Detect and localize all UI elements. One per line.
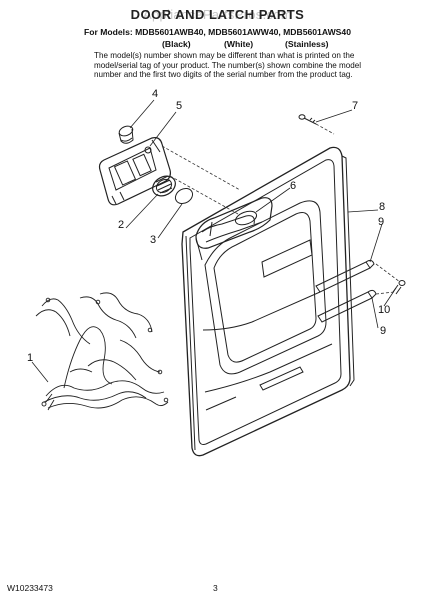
inner-door-panel xyxy=(181,146,355,457)
leader-line-1 xyxy=(31,361,49,383)
leader-line-9-lower xyxy=(371,297,379,329)
dispenser-assembly xyxy=(195,197,273,249)
guide-line xyxy=(315,123,335,135)
guide-line xyxy=(169,175,239,215)
guide-line xyxy=(375,263,401,283)
callout-8: 8 xyxy=(379,201,386,213)
leader-line-7 xyxy=(315,109,353,123)
callout-2: 2 xyxy=(118,219,125,231)
note-line: number and the first two digits of the s… xyxy=(94,70,353,80)
door-screw xyxy=(298,114,317,125)
latch-housing xyxy=(98,137,171,206)
callout-10: 10 xyxy=(378,304,391,316)
guide-line xyxy=(375,291,395,295)
models-line: For Models: MDB5601AWB40, MDB5601AWW40, … xyxy=(84,27,351,37)
vent-grille xyxy=(152,175,176,197)
gasket-ring xyxy=(174,187,194,205)
wire-harness xyxy=(35,292,169,411)
bar-screw xyxy=(392,280,406,295)
leader-line-8 xyxy=(347,209,379,213)
callout-5: 5 xyxy=(176,100,183,112)
callout-9-upper: 9 xyxy=(378,216,385,228)
door-bar-upper xyxy=(315,259,375,293)
leader-line-2 xyxy=(125,193,159,229)
callout-7: 7 xyxy=(352,100,359,112)
note-line: The model(s) number shown may be differe… xyxy=(94,51,355,60)
color-variants: (Black) (White) (Stainless) xyxy=(0,39,435,51)
leader-line-5 xyxy=(149,111,177,147)
page-title: DOOR AND LATCH PARTS xyxy=(130,7,305,22)
callout-6: 6 xyxy=(290,180,297,192)
callout-1: 1 xyxy=(27,352,34,364)
color-stainless: (Stainless) xyxy=(285,39,329,49)
leader-line-3 xyxy=(157,203,183,239)
leader-line-9-upper xyxy=(369,223,383,263)
color-black: (Black) xyxy=(162,39,191,49)
leader-line-4 xyxy=(129,99,155,129)
guide-line xyxy=(161,145,241,191)
part-number: W10233473 xyxy=(7,583,53,593)
callout-9-lower: 9 xyxy=(380,325,387,337)
callout-3: 3 xyxy=(150,234,157,246)
note-line: model/serial tag of your product. The nu… xyxy=(94,60,362,70)
callout-4: 4 xyxy=(152,88,159,100)
watermark: AppliancePartsPros.com xyxy=(143,7,292,22)
leader-line-10 xyxy=(383,287,397,307)
latch-knob xyxy=(118,125,134,144)
color-white: (White) xyxy=(224,39,254,49)
leader-line-6 xyxy=(255,187,291,213)
model-note: The model(s) number shown may be differe… xyxy=(94,51,414,80)
page-number: 3 xyxy=(213,583,218,593)
